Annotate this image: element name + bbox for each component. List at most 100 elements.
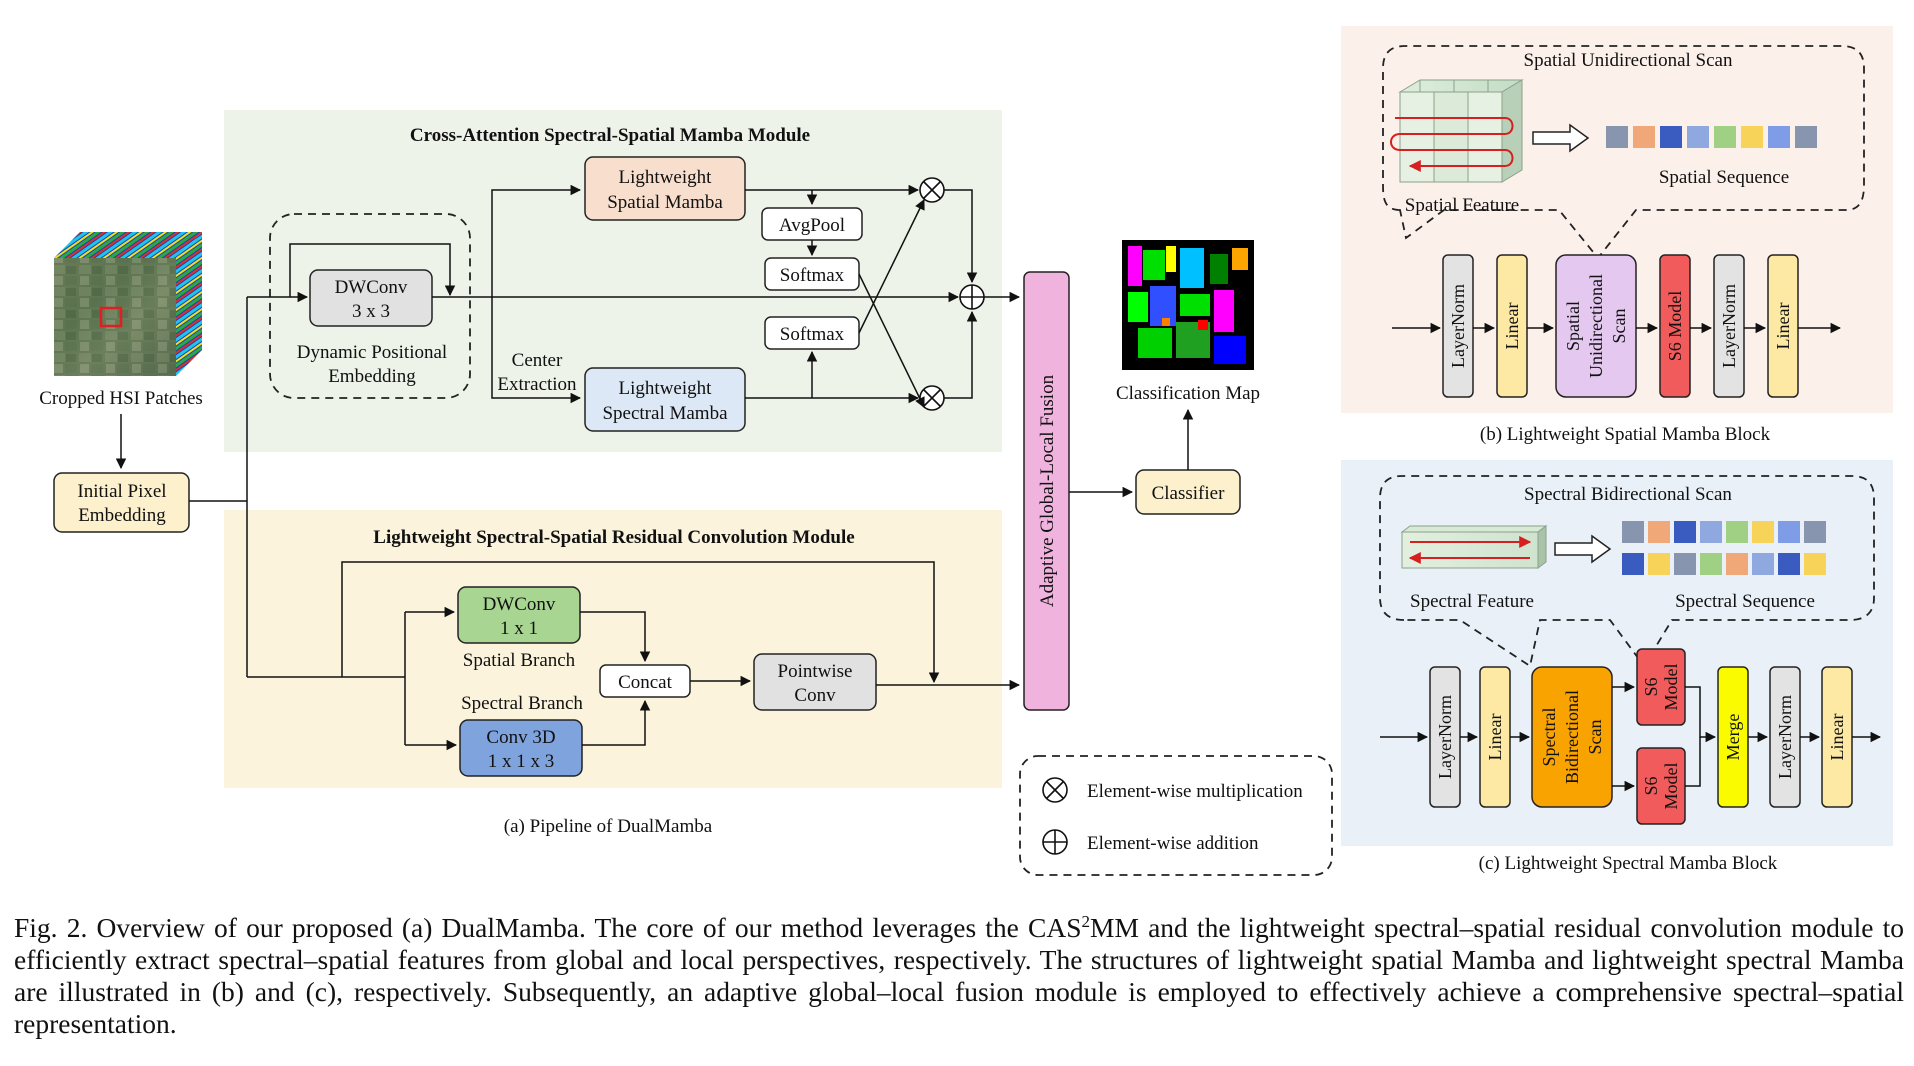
conv3d-box bbox=[459, 719, 583, 777]
spatial-unidirectional-scan bbox=[1555, 254, 1637, 398]
spatial-sequence-token bbox=[1741, 126, 1763, 148]
caption-part1: Fig. 2. Overview of our proposed (a) Dua… bbox=[14, 912, 1082, 943]
spectral-block-caption: (c) Lightweight Spectral Mamba Block bbox=[1479, 853, 1778, 874]
caption-superscript: 2 bbox=[1081, 911, 1091, 931]
spatial-layernorm-1 bbox=[1442, 254, 1474, 398]
spatial-linear-2 bbox=[1767, 254, 1799, 398]
conv3d-line1: Conv 3D bbox=[486, 727, 555, 748]
spectral-sequence-row-1 bbox=[1622, 521, 1826, 543]
pipeline-connectors bbox=[115, 184, 1194, 751]
spatial-sequence-label: Spatial Sequence bbox=[1659, 167, 1789, 188]
spatial-scan-arrows bbox=[1390, 117, 1514, 172]
dpe-label-line2: Embedding bbox=[328, 366, 416, 387]
patch-highlight-box bbox=[99, 306, 123, 328]
softmax-bottom-label: Softmax bbox=[780, 324, 845, 345]
spectral-layernorm-1-label: LayerNorm bbox=[1435, 695, 1455, 779]
spatial-sequence-token bbox=[1633, 126, 1655, 148]
spatial-linear-2-label: Linear bbox=[1773, 303, 1793, 350]
spectral-sequence-token bbox=[1752, 553, 1774, 575]
spectral-sequence-token bbox=[1700, 553, 1722, 575]
spectral-sequence-token bbox=[1674, 521, 1696, 543]
spectral-s6-bottom-label-1: S6 bbox=[1641, 776, 1661, 795]
figure-caption: Fig. 2. Overview of our proposed (a) Dua… bbox=[14, 912, 1904, 1040]
dwconv1-line1: DWConv bbox=[483, 594, 556, 615]
spectral-scan-arrows bbox=[1408, 536, 1532, 564]
embedding-label-line2: Embedding bbox=[78, 505, 166, 526]
spectral-sequence-token bbox=[1648, 521, 1670, 543]
spectral-block-connectors bbox=[1380, 681, 1882, 792]
spatial-branch-label: Spatial Branch bbox=[463, 650, 576, 671]
add-legend-label: Element-wise addition bbox=[1087, 833, 1259, 854]
spatial-feature-label: Spatial Feature bbox=[1405, 195, 1520, 216]
spectral-feature-bar bbox=[1400, 525, 1548, 569]
avgpool-label: AvgPool bbox=[779, 215, 845, 236]
hsi-patch-cube bbox=[54, 232, 202, 376]
spatial-layernorm-1-label: LayerNorm bbox=[1448, 284, 1468, 368]
spatial-scan-title: Spatial Unidirectional Scan bbox=[1524, 50, 1733, 71]
lightweight-spectral-mamba-box bbox=[584, 367, 746, 432]
pointwise-conv-box bbox=[753, 653, 877, 711]
caption-part2: MM and the lightweight spectral–spatial … bbox=[14, 912, 1904, 1039]
dualmamba-figure: Cross-Attention Spectral-Spatial Mamba M… bbox=[39, 26, 1893, 876]
initial-pixel-embedding-box bbox=[53, 472, 190, 533]
add-legend-symbol bbox=[1042, 829, 1068, 855]
fusion-label: Adaptive Global-Local Fusion bbox=[1037, 374, 1058, 607]
spectral-sequence-token bbox=[1752, 521, 1774, 543]
pointwise-line1: Pointwise bbox=[778, 661, 853, 682]
spatial-linear-1-label: Linear bbox=[1502, 303, 1522, 350]
spatial-scan-label-2: Unidirectional bbox=[1586, 274, 1606, 378]
dwconv3-line2: 3 x 3 bbox=[352, 301, 390, 322]
spectral-scan-label-3: Scan bbox=[1585, 720, 1605, 755]
classification-map-label: Classification Map bbox=[1116, 383, 1260, 404]
spectral-sequence-token bbox=[1804, 521, 1826, 543]
spectral-feature-label: Spectral Feature bbox=[1410, 591, 1534, 612]
spatial-mamba-line1: Lightweight bbox=[619, 167, 713, 188]
dwconv-1x1-box bbox=[457, 586, 581, 644]
softmax-top-label: Softmax bbox=[780, 265, 845, 286]
spectral-bidirectional-scan bbox=[1531, 666, 1613, 808]
spatial-sequence-token bbox=[1795, 126, 1817, 148]
spectral-sequence-token bbox=[1804, 553, 1826, 575]
spectral-linear-2-label: Linear bbox=[1827, 714, 1847, 761]
cross-module-title: Cross-Attention Spectral-Spatial Mamba M… bbox=[410, 125, 810, 146]
spectral-sequence-token bbox=[1778, 553, 1800, 575]
spatial-layernorm-2 bbox=[1713, 254, 1745, 398]
spatial-sequence-token bbox=[1606, 126, 1628, 148]
spatial-sequence-token bbox=[1660, 126, 1682, 148]
classifier-label: Classifier bbox=[1152, 483, 1225, 504]
spectral-sequence-token bbox=[1674, 553, 1696, 575]
embedding-label-line1: Initial Pixel bbox=[77, 481, 166, 502]
pipeline-caption: (a) Pipeline of DualMamba bbox=[504, 816, 713, 837]
spatial-block-caption: (b) Lightweight Spatial Mamba Block bbox=[1480, 424, 1771, 445]
legend-box bbox=[1019, 755, 1333, 876]
spectral-s6-bottom-label-2: Model bbox=[1661, 763, 1681, 810]
spectral-sequence-token bbox=[1726, 521, 1748, 543]
multiply-op-top bbox=[919, 177, 945, 203]
spectral-sequence-token bbox=[1700, 521, 1722, 543]
center-extraction-line2: Extraction bbox=[497, 374, 577, 395]
spatial-layernorm-2-label: LayerNorm bbox=[1719, 284, 1739, 368]
spectral-linear-1-label: Linear bbox=[1485, 714, 1505, 761]
spectral-branch-label: Spectral Branch bbox=[461, 693, 583, 714]
adaptive-global-local-fusion-box bbox=[1023, 271, 1070, 711]
lightweight-spatial-mamba-box bbox=[584, 156, 746, 221]
input-label: Cropped HSI Patches bbox=[39, 388, 203, 409]
spectral-scan-label-1: Spectral bbox=[1539, 708, 1559, 767]
multiply-legend-label: Element-wise multiplication bbox=[1087, 781, 1303, 802]
spatial-linear-1 bbox=[1496, 254, 1528, 398]
spatial-sequence-token bbox=[1714, 126, 1736, 148]
dwconv3-line1: DWConv bbox=[335, 277, 408, 298]
spectral-sequence-token bbox=[1648, 553, 1670, 575]
dpe-label-line1: Dynamic Positional bbox=[297, 342, 447, 363]
spatial-scan-callout bbox=[1382, 45, 1865, 260]
spectral-sequence-row-2 bbox=[1622, 553, 1826, 575]
pointwise-line2: Conv bbox=[794, 685, 836, 706]
spectral-mamba-line1: Lightweight bbox=[619, 378, 713, 399]
spatial-s6-model bbox=[1659, 254, 1691, 398]
multiply-legend-symbol bbox=[1042, 777, 1068, 803]
spectral-sequence-label: Spectral Sequence bbox=[1675, 591, 1815, 612]
spectral-scan-label-2: Bidirectional bbox=[1562, 690, 1582, 784]
spatial-s6-label: S6 Model bbox=[1665, 291, 1685, 362]
spectral-sequence-token bbox=[1622, 553, 1644, 575]
spectral-s6-top-label-2: Model bbox=[1661, 664, 1681, 711]
